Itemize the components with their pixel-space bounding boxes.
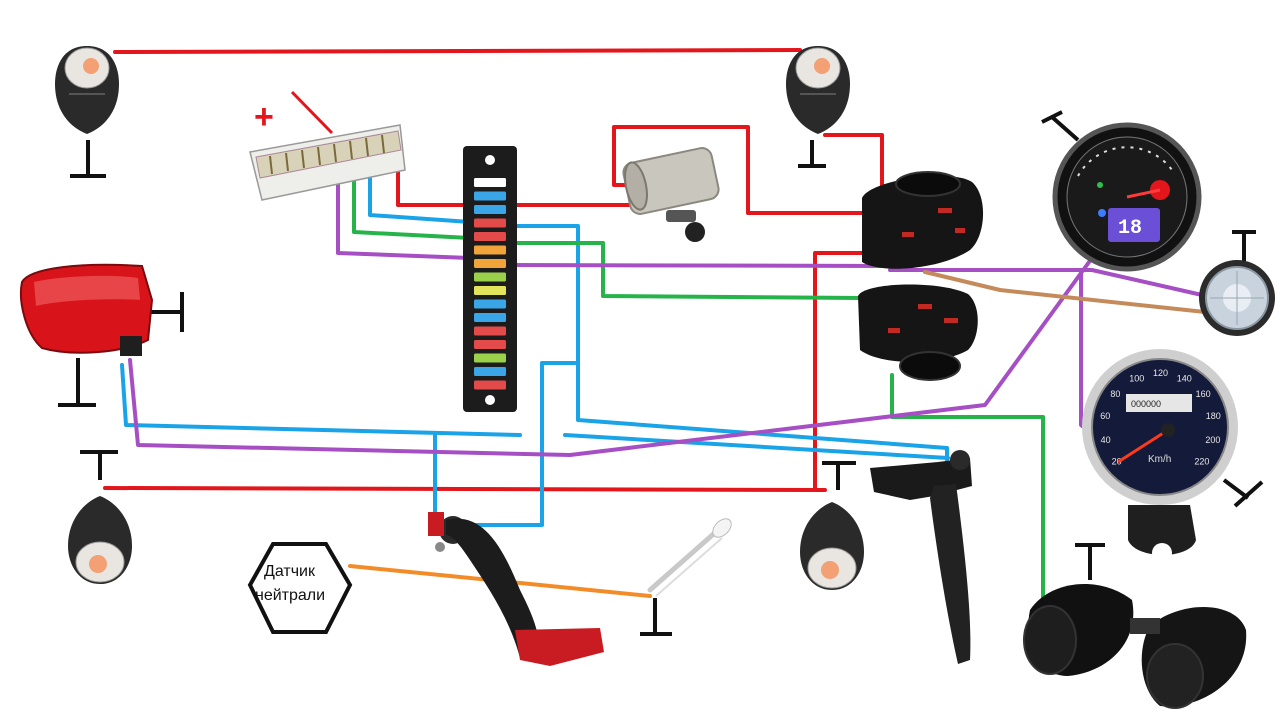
front-right-indicator[interactable]	[785, 45, 851, 135]
ground-symbols	[58, 110, 1264, 636]
fuse	[474, 299, 506, 309]
wire-blue-brake-lever	[563, 433, 950, 460]
fuse	[474, 353, 506, 363]
speed-tick-label: 180	[1206, 411, 1221, 421]
fuse	[474, 245, 506, 255]
fuse	[474, 178, 506, 187]
left-switch-upper[interactable]	[862, 171, 984, 269]
fuse	[474, 191, 506, 201]
wire-purple-fuse-switch	[508, 263, 892, 268]
ground-symbol	[146, 292, 184, 332]
fuse	[474, 272, 506, 282]
speed-unit: Km/h	[1148, 454, 1171, 465]
wire-purple-tacho	[128, 256, 1094, 457]
wire-purple-battery	[336, 178, 472, 260]
speed-tick-label: 220	[1194, 457, 1209, 467]
wire-purple-headlight	[888, 268, 1204, 297]
speed-tick-label: 40	[1101, 435, 1111, 445]
ground-symbol	[58, 358, 96, 407]
wire-red-rear-indicators	[103, 486, 827, 492]
fuse	[474, 313, 506, 322]
neutral-led	[647, 518, 732, 597]
wire-blue-pedal-fuse	[448, 361, 577, 527]
speed-tick-label: 120	[1153, 368, 1168, 378]
ground-symbol	[80, 450, 118, 480]
fuse-row	[474, 178, 506, 390]
ground-symbol	[822, 461, 856, 490]
headlight[interactable]	[1199, 260, 1275, 336]
ground-symbol	[1041, 110, 1080, 142]
battery-terminal-block[interactable]: +	[249, 90, 406, 201]
fuse-box[interactable]	[463, 146, 517, 412]
fuse	[474, 259, 506, 268]
fuse	[474, 367, 506, 376]
fuse	[474, 326, 506, 336]
fuse	[474, 286, 506, 295]
neutral-label-line1: Датчик	[264, 563, 316, 580]
rear-left-indicator[interactable]	[67, 495, 133, 585]
ground-symbol	[1075, 543, 1105, 580]
horns[interactable]	[1023, 583, 1247, 709]
wire-green-battery	[352, 178, 472, 240]
fuse	[474, 218, 506, 228]
tail-light[interactable]	[20, 263, 154, 356]
ground-symbol	[1222, 478, 1264, 508]
fuse	[474, 340, 506, 349]
wire-red-indicator-switch	[823, 133, 884, 187]
odometer: 000000	[1131, 399, 1161, 409]
rear-right-indicator[interactable]	[799, 501, 865, 591]
wire-red-front-indicators	[113, 48, 802, 54]
wire-brown-headlight	[923, 270, 1207, 314]
speedometer[interactable]: 20 40 60 80 100 120 140 160 180 200 220 000000 Km/…	[1082, 349, 1238, 563]
speed-tick-label: 160	[1196, 389, 1211, 399]
front-left-indicator[interactable]	[54, 45, 120, 135]
wire-blue-battery	[368, 173, 472, 224]
flasher-relay[interactable]	[621, 146, 720, 242]
wire-red-switch-down	[813, 251, 864, 492]
plus-sign: +	[254, 98, 274, 136]
tachometer[interactable]: 18	[1052, 122, 1202, 272]
wire-blue-fuse-right	[508, 224, 949, 462]
speed-tick-label: 60	[1100, 411, 1110, 421]
ground-symbol	[70, 140, 106, 178]
rear-brake-pedal[interactable]	[428, 512, 604, 666]
speed-tick-label: 20	[1112, 457, 1122, 467]
positive-lead	[290, 90, 334, 135]
wire-red-battery-fuse	[396, 163, 472, 207]
wire-blue-taillight	[120, 363, 522, 437]
speed-tick-label: 200	[1205, 435, 1220, 445]
left-switch-lower[interactable]	[858, 284, 978, 381]
wire-red-relay-loop	[612, 125, 864, 215]
tachometer-lcd: 18	[1118, 217, 1142, 240]
fuse	[474, 205, 506, 214]
neutral-label-line2: нейтрали	[255, 587, 325, 604]
ground-symbol	[798, 140, 826, 168]
fuse	[474, 380, 506, 390]
neutral-sensor-hexagon[interactable]: Датчик нейтрали	[247, 542, 353, 634]
ground-symbol	[1232, 230, 1256, 262]
wire-green-horn	[890, 373, 1045, 610]
speed-tick-labels: 20 40 60 80 100 120 140 160 180 200 220	[1100, 368, 1221, 467]
wire-green-fuse-switch	[508, 241, 864, 300]
speed-tick-label: 140	[1177, 374, 1192, 384]
ground-symbol	[640, 598, 672, 636]
fuse	[474, 232, 506, 241]
front-brake-lever[interactable]	[870, 450, 972, 664]
speed-tick-label: 100	[1129, 374, 1144, 384]
speed-tick-label: 80	[1110, 389, 1120, 399]
wires	[103, 48, 1207, 610]
